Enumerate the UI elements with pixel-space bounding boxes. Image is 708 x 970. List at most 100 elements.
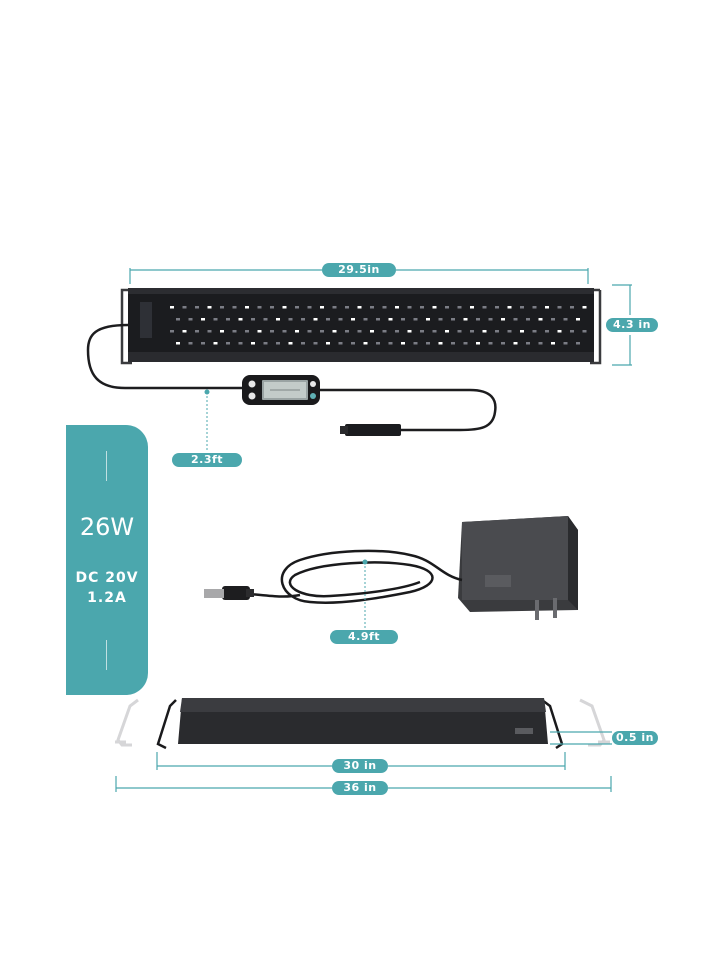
led-chip [357, 330, 362, 333]
led-chip [482, 306, 487, 309]
led-chip [232, 330, 237, 333]
led-chip [388, 342, 393, 345]
led-chip [395, 306, 399, 309]
led-array [170, 306, 587, 345]
led-chip [245, 306, 249, 309]
led-chip [357, 306, 362, 309]
led-chip [207, 330, 212, 333]
led-chip [520, 306, 524, 309]
light-height-label: 4.3 in [606, 318, 658, 332]
led-chip [376, 318, 380, 321]
led-chip [345, 306, 349, 309]
led-chip [407, 330, 412, 333]
led-chip [170, 306, 174, 309]
led-chip [276, 342, 280, 345]
controller-cable-icon [86, 323, 497, 436]
led-chip [532, 306, 537, 309]
led-chip [257, 330, 262, 333]
led-chip [470, 330, 474, 333]
led-chip [182, 306, 187, 309]
led-chip [301, 342, 305, 345]
led-chip [557, 306, 562, 309]
led-chip [332, 306, 337, 309]
led-chip [501, 318, 505, 321]
led-chip [451, 318, 455, 321]
led-chip [463, 342, 468, 345]
led-chip [488, 318, 493, 321]
led-chip [401, 318, 405, 321]
led-chip [213, 318, 218, 321]
led-chip [532, 330, 537, 333]
led-chip [476, 318, 480, 321]
led-chip [438, 318, 443, 321]
led-chip [195, 306, 199, 309]
led-chip [445, 306, 449, 309]
led-chip [538, 342, 543, 345]
led-chip [182, 330, 187, 333]
led-chip [470, 306, 474, 309]
led-chip [463, 318, 468, 321]
led-chip [188, 342, 193, 345]
led-chip [251, 318, 255, 321]
led-chip [432, 330, 437, 333]
led-chip [413, 342, 418, 345]
led-chip [245, 330, 249, 333]
led-chip [513, 342, 518, 345]
timer-controller-icon [242, 375, 320, 405]
led-chip [270, 330, 274, 333]
led-chip [538, 318, 543, 321]
led-chip [576, 318, 580, 321]
led-chip [451, 342, 455, 345]
led-chip [363, 318, 368, 321]
led-chip [482, 330, 487, 333]
led-chip [582, 330, 587, 333]
led-chip [257, 306, 262, 309]
led-chip [370, 330, 374, 333]
led-chip [438, 342, 443, 345]
led-chip [226, 342, 230, 345]
led-chip [332, 330, 337, 333]
led-chip [295, 330, 299, 333]
led-chip [507, 330, 512, 333]
led-light-bar-icon [120, 268, 632, 366]
led-chip [232, 306, 237, 309]
spec-divider-top [106, 451, 107, 481]
power-rating: 26W [79, 513, 135, 541]
led-chip [220, 330, 224, 333]
led-chip [238, 318, 243, 321]
min-width-label: 30 in [332, 759, 388, 773]
current-rating: 1.2A [87, 590, 127, 606]
led-chip [263, 342, 268, 345]
led-chip [457, 306, 462, 309]
led-chip [201, 318, 205, 321]
voltage-rating: DC 20V [75, 570, 139, 586]
led-chip [426, 318, 430, 321]
led-chip [520, 330, 524, 333]
spec-panel: 26W DC 20V 1.2A [66, 425, 148, 695]
led-chip [313, 342, 318, 345]
power-adapter-icon [204, 516, 578, 620]
led-chip [363, 342, 368, 345]
led-chip [326, 318, 330, 321]
max-width-label: 36 in [332, 781, 388, 795]
led-chip [345, 330, 349, 333]
led-chip [401, 342, 405, 345]
led-chip [320, 330, 324, 333]
led-chip [507, 306, 512, 309]
led-chip [176, 318, 180, 321]
led-chip [351, 318, 355, 321]
led-chip [426, 342, 430, 345]
led-chip [338, 342, 343, 345]
led-chip [420, 330, 424, 333]
led-chip [307, 330, 312, 333]
led-chip [351, 342, 355, 345]
thickness-label: 0.5 in [612, 731, 658, 745]
led-chip [420, 306, 424, 309]
led-chip [376, 342, 380, 345]
led-chip [457, 330, 462, 333]
led-chip [370, 306, 374, 309]
spec-divider-bottom [106, 640, 107, 670]
led-chip [563, 318, 568, 321]
led-chip [545, 330, 549, 333]
led-chip [301, 318, 305, 321]
